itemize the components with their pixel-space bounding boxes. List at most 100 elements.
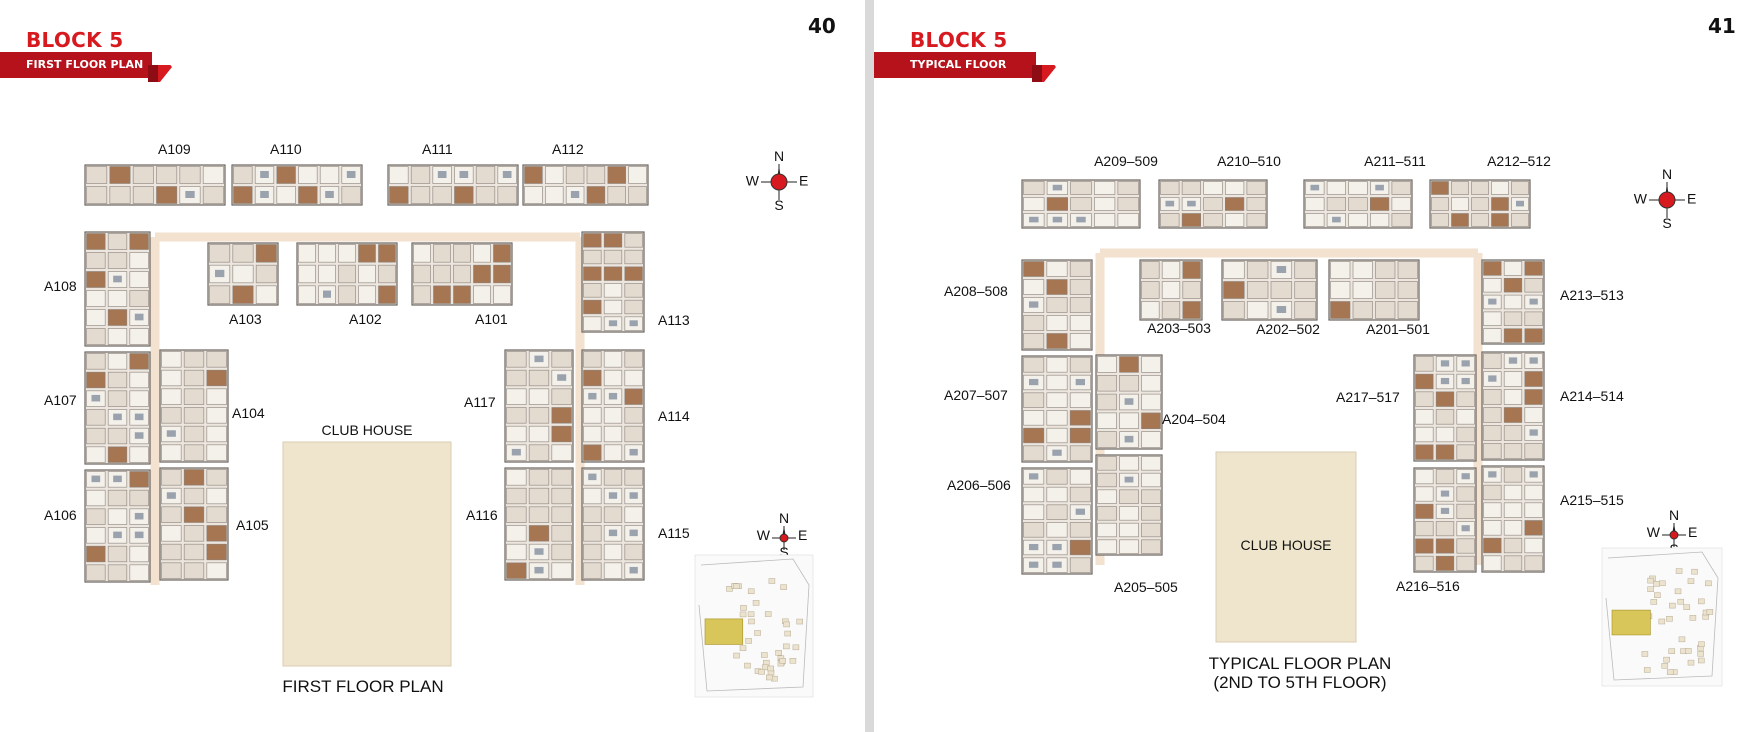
room [183,487,205,505]
room [1503,277,1523,293]
apartment-block [581,467,645,581]
room [1161,261,1181,279]
compass-rose-icon [1669,530,1679,540]
furniture [346,171,356,178]
room [1483,407,1502,423]
room [129,353,149,370]
room [1223,281,1245,299]
room [298,244,316,263]
room [506,369,527,387]
furniture [570,191,580,198]
room [1223,261,1245,279]
furniture [534,355,544,363]
room [1431,213,1449,227]
room [86,427,106,445]
furniture [1488,471,1497,478]
key-map-unit [783,643,790,650]
apartment-block [1413,354,1477,462]
key-map-unit [1698,598,1705,605]
room [1483,502,1502,518]
room [1182,301,1201,319]
room [551,525,572,542]
key-map-unit [1687,578,1695,584]
room [1046,392,1068,408]
room [1097,431,1117,448]
room [161,444,182,461]
room [493,264,511,284]
unit-label: A112 [552,141,584,157]
room [1117,213,1139,227]
furniture [113,475,122,483]
key-map-unit [1647,586,1654,592]
furniture [534,548,544,555]
room [1097,412,1117,429]
room [1023,181,1045,195]
room [1119,539,1139,554]
room [1119,489,1139,504]
apartment-block [504,467,574,581]
room [107,290,128,307]
key-map-unit [1666,669,1674,675]
room [1503,389,1523,405]
room [1046,410,1068,426]
key-map-unit [747,611,755,617]
unit-label: A105 [236,517,269,533]
room [506,506,527,523]
room [233,186,253,204]
room [1375,301,1396,319]
room [161,506,182,523]
key-map-unit [758,669,765,675]
key-map-unit [761,664,769,671]
room [1270,281,1293,299]
room [1023,445,1045,461]
furniture [1124,398,1134,405]
key-map-unit [780,584,787,590]
room [107,233,128,250]
room [1524,537,1543,554]
room [506,543,527,561]
key-map-unit [1685,648,1692,654]
room [1023,427,1045,444]
plan-caption-sub: (2ND TO 5TH FLOOR) [1213,673,1386,692]
room [1046,469,1068,485]
room [1119,522,1139,538]
apartment-block [84,164,226,206]
room [528,388,550,405]
room [583,525,602,542]
room [1069,427,1091,444]
room [1141,261,1160,279]
room [1023,410,1045,426]
key-map-unit [1683,604,1691,610]
furniture [511,448,521,456]
room [1471,213,1489,227]
room [1503,555,1523,571]
room [206,506,227,523]
room [551,444,572,461]
furniture [166,492,176,499]
apartment-block [504,349,574,463]
room [528,425,550,443]
room [1391,213,1411,227]
room [1246,281,1269,299]
room [506,425,527,443]
room [1483,277,1502,293]
room [1503,443,1523,459]
room [1483,443,1502,459]
room [183,425,205,443]
room [1181,181,1202,195]
room [129,252,149,269]
furniture [588,392,597,400]
room [1294,281,1316,299]
room [183,469,205,486]
apartment-block [1021,467,1093,575]
room [528,369,550,387]
room [1456,503,1475,519]
furniture [166,430,176,437]
room [378,285,396,304]
apartment-block [84,469,151,583]
key-map-unit [1691,568,1698,575]
room [86,353,106,370]
room [493,285,511,304]
key-map-unit [1643,667,1651,673]
